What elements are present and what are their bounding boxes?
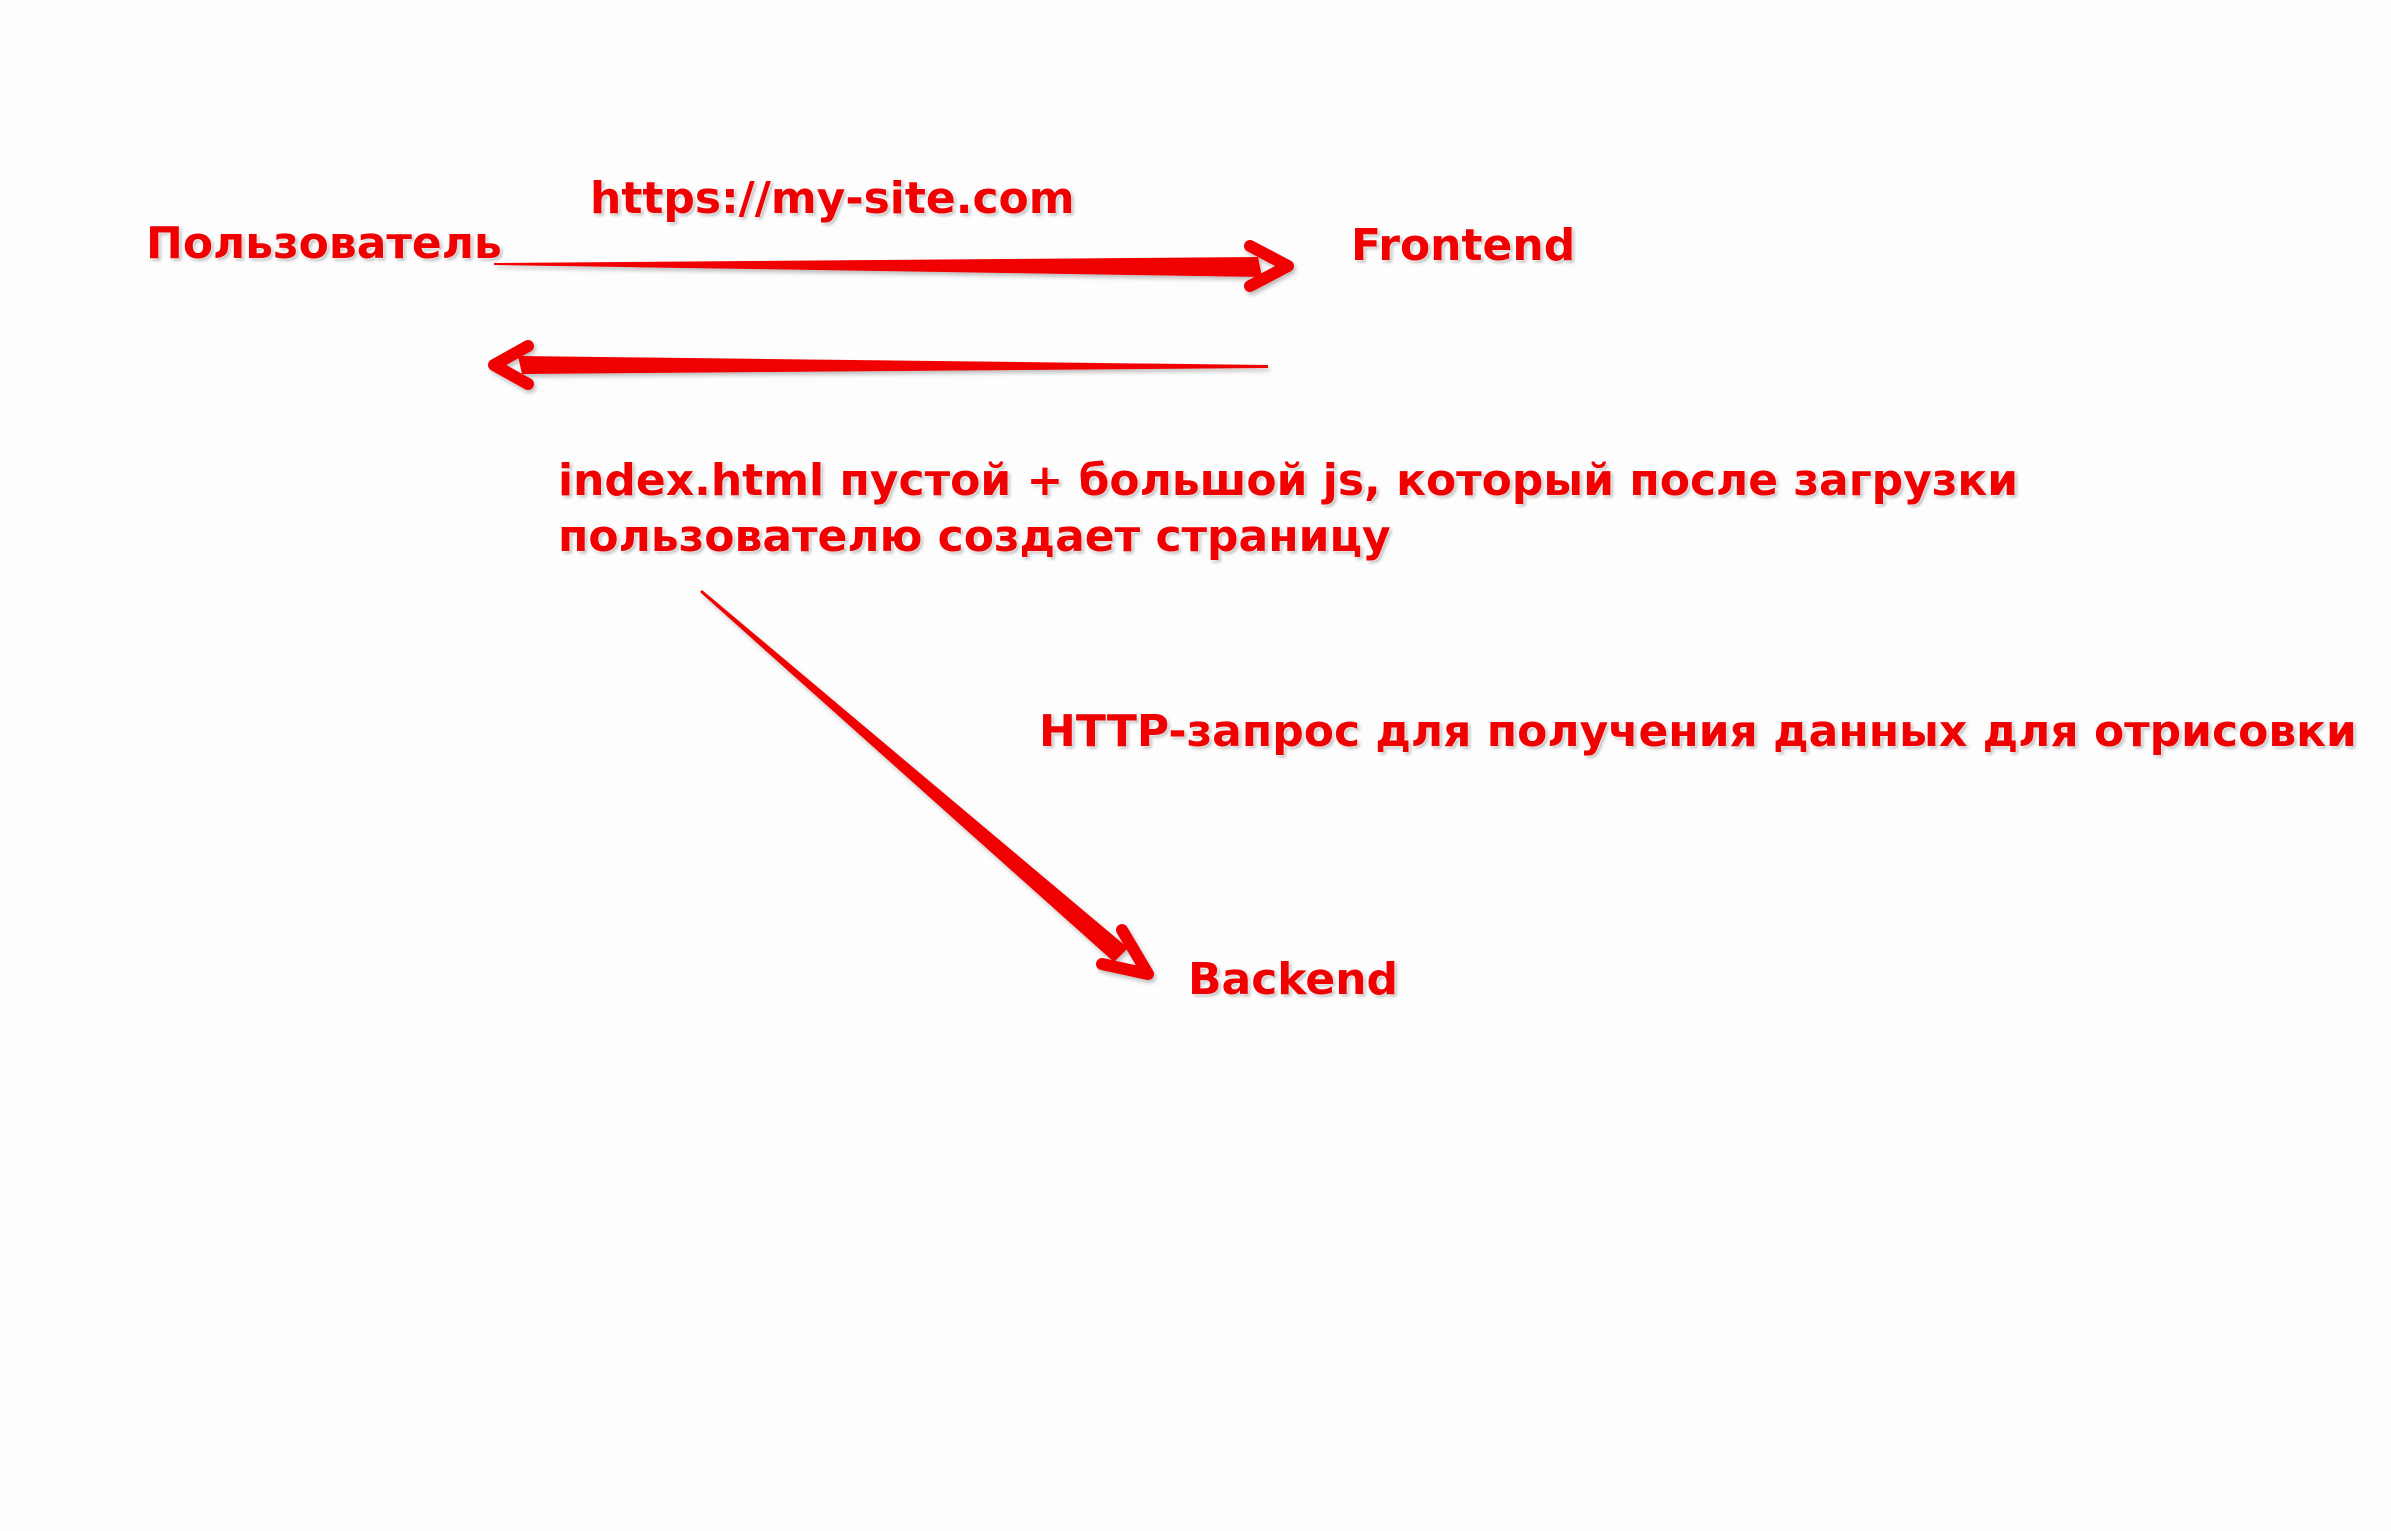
response-description-line-2: пользователю создает страницу bbox=[558, 511, 1391, 562]
http-request-label: HTTP-запрос для получения данных для отр… bbox=[1039, 706, 2357, 757]
node-user-label: Пользователь bbox=[146, 218, 502, 269]
request-url-label: https://my-site.com bbox=[590, 173, 1075, 224]
node-backend-label: Backend bbox=[1188, 954, 1399, 1005]
arrow-to-backend bbox=[700, 590, 1154, 980]
arrow-to-backend-head bbox=[1096, 924, 1154, 980]
response-description-line-1: index.html пустой + большой js, который … bbox=[558, 455, 2019, 506]
arrow-user-to-frontend bbox=[494, 240, 1294, 292]
arrow-user-to-frontend-shaft bbox=[494, 257, 1262, 277]
arrow-to-backend-shaft bbox=[700, 590, 1128, 962]
node-frontend-label: Frontend bbox=[1351, 220, 1576, 271]
response-description: index.html пустой + большой js, который … bbox=[558, 453, 2018, 565]
arrow-frontend-to-user bbox=[488, 340, 1268, 390]
arrow-frontend-to-user-head bbox=[488, 340, 534, 390]
arrow-user-to-frontend-head bbox=[1244, 240, 1294, 292]
arrow-frontend-to-user-shaft bbox=[518, 356, 1268, 374]
